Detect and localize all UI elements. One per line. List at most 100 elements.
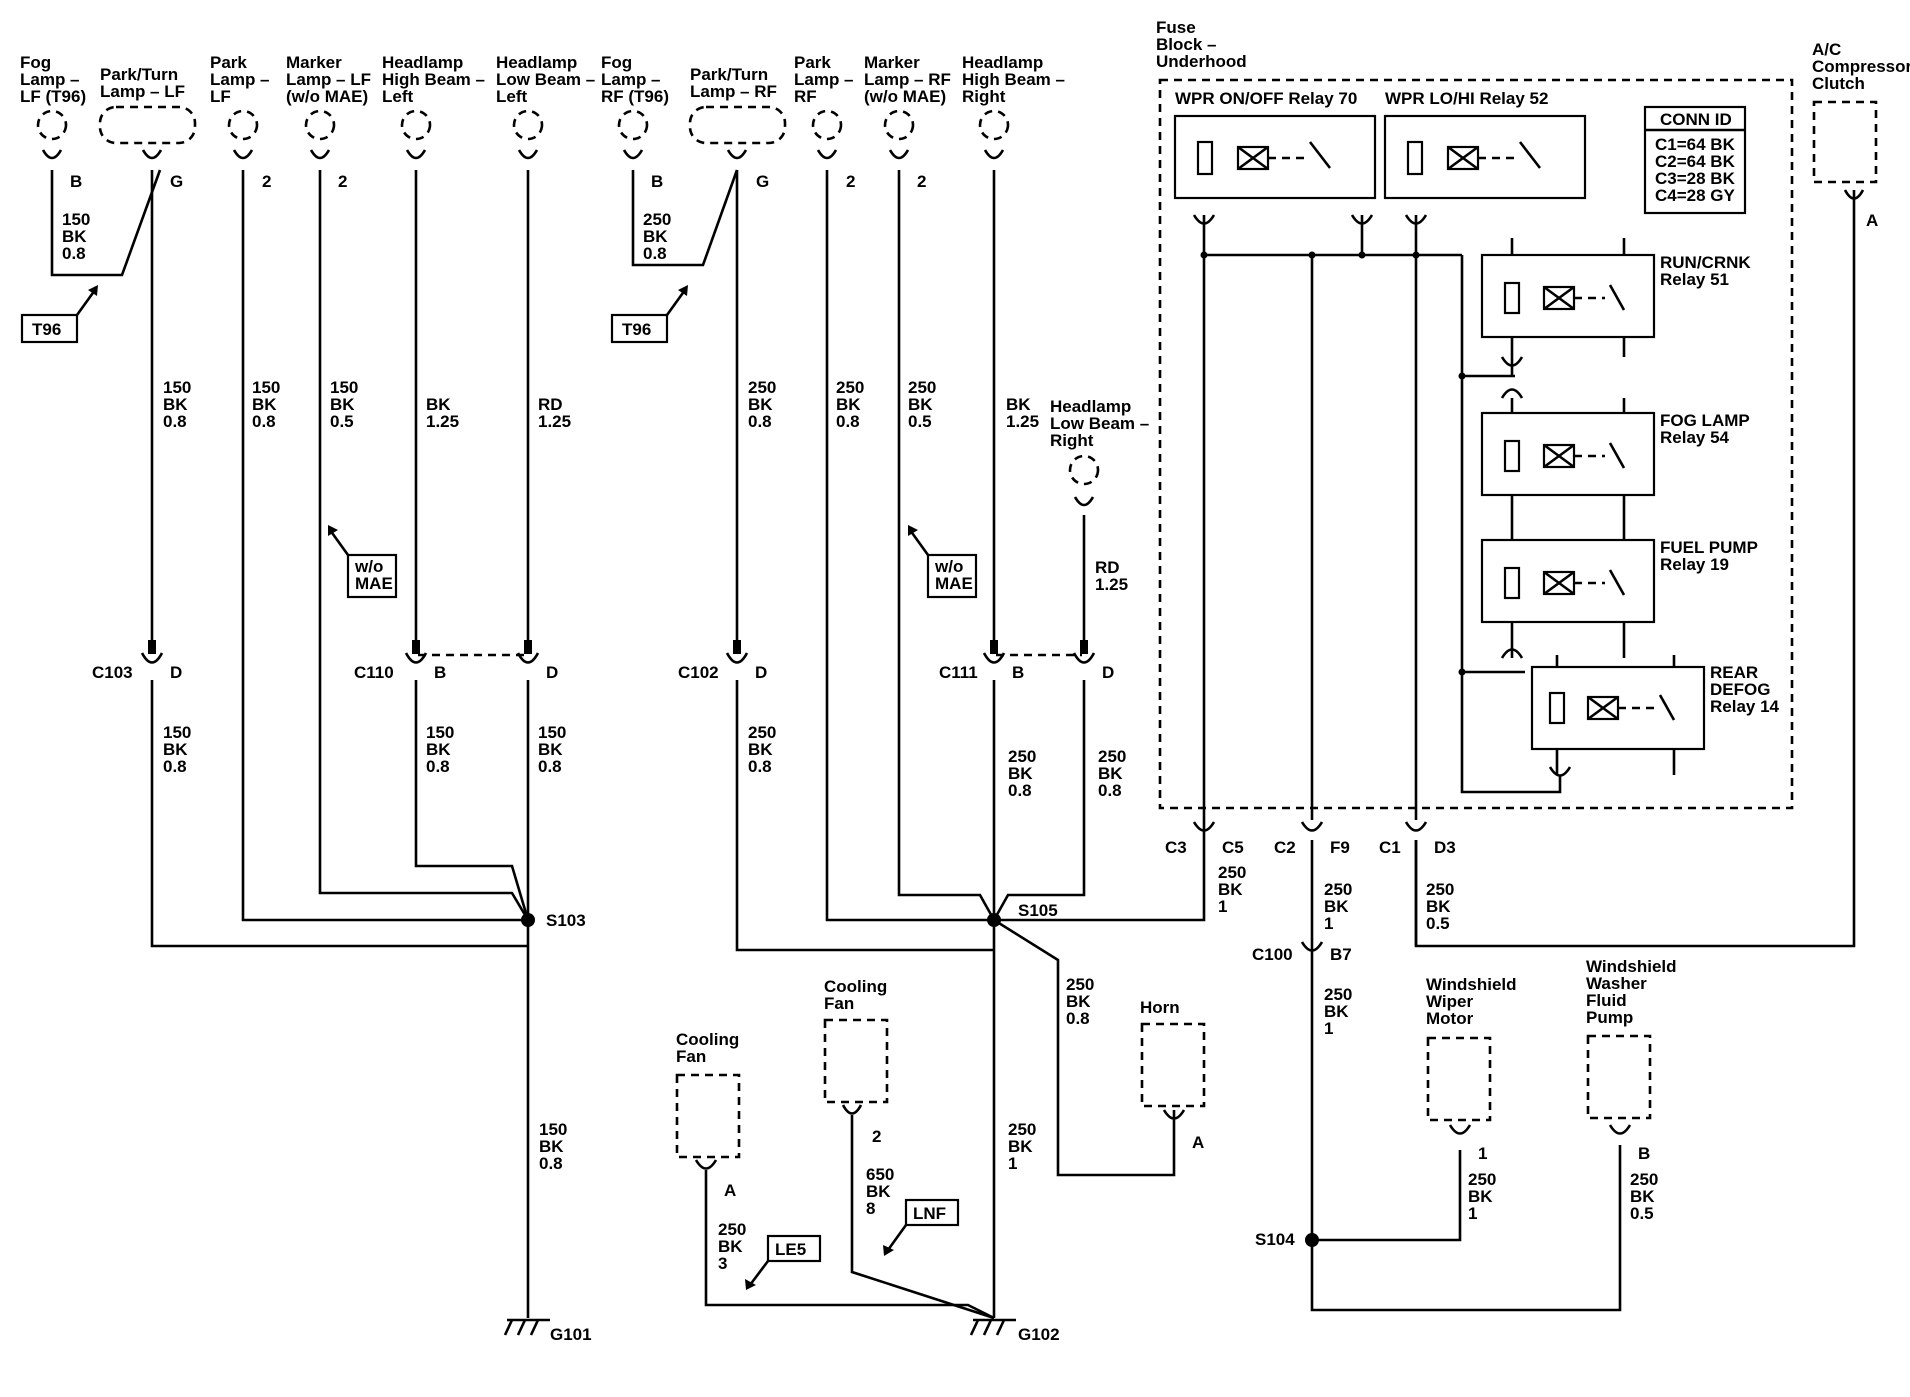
conn-id-title: CONN ID <box>1660 110 1732 129</box>
label-line: BK <box>1006 395 1031 414</box>
label-line: BK <box>163 740 188 759</box>
label-line: RD <box>538 395 563 414</box>
pin-parkturn-lf: G <box>170 172 183 191</box>
label-line: (w/o MAE) <box>864 87 946 106</box>
pin-fog-rf: B <box>651 172 663 191</box>
label-line: Marker <box>286 53 342 72</box>
connector-c3: C3 <box>1165 838 1187 857</box>
label-line: Underhood <box>1156 52 1247 71</box>
label-line: LF (T96) <box>20 87 86 106</box>
label-line: Park <box>794 53 831 72</box>
label-line: Fog <box>20 53 51 72</box>
label-line: 250 <box>1324 985 1352 1004</box>
label-line: Marker <box>864 53 920 72</box>
pin-fog-lf: B <box>70 172 82 191</box>
label-line: Windshield <box>1586 957 1677 976</box>
label-line: 0.8 <box>1098 781 1122 800</box>
connector-c2: C2 <box>1274 838 1296 857</box>
pin-c102: D <box>755 663 767 682</box>
pin-f9: F9 <box>1330 838 1350 857</box>
relay-fog-lamp <box>1480 411 1656 497</box>
label-line: High Beam – <box>962 70 1065 89</box>
label-line: MAE <box>935 574 973 593</box>
label-line: Lamp – RF <box>690 82 777 101</box>
left-lamp-wiring <box>50 169 530 1318</box>
label-line: 150 <box>330 378 358 397</box>
pin-b7: B7 <box>1330 945 1352 964</box>
label-line: 250 <box>908 378 936 397</box>
pin-c110-d: D <box>546 663 558 682</box>
right-lamp-wiring <box>631 169 1206 1320</box>
pin-fan2: 2 <box>872 1127 881 1146</box>
label-line: BK <box>1098 764 1123 783</box>
label-line: BK <box>62 227 87 246</box>
label-line: 150 <box>62 210 90 229</box>
label-line: Motor <box>1426 1009 1474 1028</box>
label-line: Relay 14 <box>1710 697 1780 716</box>
label-line: 1 <box>1008 1154 1017 1173</box>
label-line: 0.8 <box>163 412 187 431</box>
label-line: C1=64 BK <box>1655 135 1736 154</box>
label-line: BK <box>1468 1187 1493 1206</box>
label-line: 250 <box>748 378 776 397</box>
label-line: Low Beam – <box>496 70 595 89</box>
label-line: MAE <box>355 574 393 593</box>
label-line: 0.8 <box>1066 1009 1090 1028</box>
label-line: Cooling <box>676 1030 739 1049</box>
label-line: 0.8 <box>426 757 450 776</box>
label-line: 250 <box>1098 747 1126 766</box>
connector-c110: C110 <box>354 663 394 682</box>
label-line: BK <box>908 395 933 414</box>
label-line: Wiper <box>1426 992 1473 1011</box>
connector-c100: C100 <box>1252 945 1293 964</box>
label-line: BK <box>643 227 668 246</box>
label-line: Headlamp <box>382 53 463 72</box>
ground-g102: G102 <box>1018 1325 1060 1344</box>
connector-c1: C1 <box>1379 838 1401 857</box>
label-line: WPR ON/OFF Relay 70 <box>1175 89 1357 108</box>
pin-horn: A <box>1192 1133 1204 1152</box>
label-line: Left <box>382 87 414 106</box>
label-line: Headlamp <box>496 53 577 72</box>
label-relay-wpr-onoff: WPR ON/OFF Relay 70 <box>1175 89 1357 108</box>
label-line: LF <box>210 87 231 106</box>
labels-splices-grounds: S103 S105 S104 G101 G102 <box>546 901 1295 1344</box>
label-line: 1.25 <box>426 412 459 431</box>
label-line: Block – <box>1156 35 1216 54</box>
label-line: BK <box>538 740 563 759</box>
label-line: w/o <box>354 557 383 576</box>
label-line: C4=28 GY <box>1655 186 1736 205</box>
label-line: Right <box>962 87 1006 106</box>
label-line: Lamp – RF <box>864 70 951 89</box>
labels-connectors: C103 C110 C102 C111 C3 C2 C1 C100 <box>92 663 1401 964</box>
callout-t96-right: T96 <box>622 320 651 339</box>
ground-g101: G101 <box>550 1325 592 1344</box>
label-line: 250 <box>748 723 776 742</box>
pin-marker-lf: 2 <box>338 172 347 191</box>
label-line: 0.8 <box>748 412 772 431</box>
label-line: 250 <box>1218 863 1246 882</box>
label-line: Fluid <box>1586 991 1627 1010</box>
label-line: BK <box>748 395 773 414</box>
fuse-block-outline <box>1158 78 1794 810</box>
pin-c111-b: B <box>1012 663 1024 682</box>
